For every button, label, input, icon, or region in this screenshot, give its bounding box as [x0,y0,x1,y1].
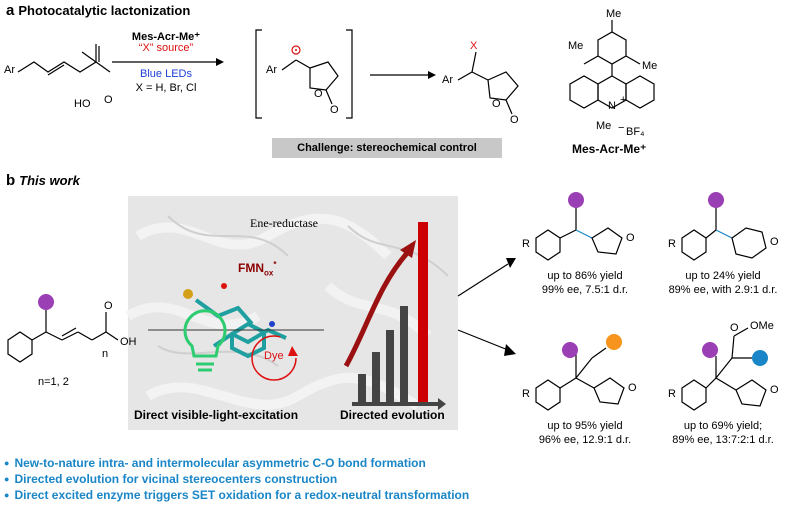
product-4-o: O [770,384,779,396]
ring-o-label-2: O [314,88,323,100]
carbonyl-o-label-2: O [330,104,339,116]
fmn-sup: * [273,260,277,269]
product-4-detail: 89% ee, 13:7:2:1 d.r. [672,434,774,446]
product-3-detail: 96% ee, 12.9:1 d.r. [538,434,632,446]
dye-label: Dye [264,350,284,362]
bullet-1: New-to-nature intra- and intermolecular … [4,456,425,470]
panel-a-title: Photocatalytic lactonization [18,3,191,18]
bar-3 [386,330,394,404]
me-label-top: Me [606,8,622,20]
x-label-product: X [470,40,478,52]
evolution-label: Directed evolution [340,408,445,422]
carbonyl-o-label-3: O [510,114,519,126]
enzyme-image: Ene-reductase FMNox* Dye Direct visible-… [125,196,458,430]
product-4-r: R [668,388,676,400]
panel-a-label: a [6,2,15,19]
ring-o-label-3: O [492,98,501,110]
product-1-r: R [522,238,530,250]
panel-b-title: This work [19,173,80,188]
me-label-right: Me [642,60,658,72]
ene-reductase-label: Ene-reductase [250,216,318,230]
me-label-n: Me [596,120,612,132]
oh-label: OH [120,336,137,348]
blue-leds-label: Blue LEDs [140,68,192,80]
product-2-detail: 89% ee, with 2.9:1 d.r. [668,284,778,296]
product-4-ester-o: O [730,322,739,334]
x-options-label: X = H, Br, Cl [135,82,197,94]
carbonyl-o-label: O [104,94,113,106]
fmn-text: FMN [238,261,264,275]
evolution-bars [358,222,428,404]
bullet-2: Directed evolution for vicinal stereocen… [4,472,337,486]
panel-b-label: b [6,172,16,189]
x-source-label: “X” source” [138,42,194,54]
fmn-sub: ox [264,268,274,278]
ar-label-3: Ar [442,74,453,86]
fmn-label: FMNox* [238,260,276,277]
product-4-ome: OMe [750,320,774,332]
bar-2 [372,352,380,404]
enzyme-ribbons [125,213,449,411]
product-3-o: O [628,382,637,394]
product-1-o: O [626,232,635,244]
bar-5 [418,222,428,404]
excitation-label: Direct visible-light-excitation [134,408,299,422]
ho-label: HO [74,98,91,110]
bf4-label: BF₄ [626,126,645,138]
product-2-yield: up to 24% yield [685,270,761,282]
substrate-carbonyl-o: O [104,300,113,312]
catalyst-name: Mes-Acr-Me⁺ [572,142,647,156]
minus-label: − [618,122,625,134]
reagent-label: Mes-Acr-Me⁺ [131,31,201,43]
ar-label-1: Ar [4,64,15,76]
substrate-n-label: n=1, 2 [38,376,69,388]
product-3-yield: up to 95% yield [547,420,623,432]
product-1-yield: up to 86% yield [547,270,623,282]
bar-4 [400,306,408,404]
bar-1 [358,374,366,404]
n-label: N [608,100,616,112]
charge-label: + [620,94,627,106]
ar-label-2: Ar [266,64,277,76]
product-1-detail: 99% ee, 7.5:1 d.r. [541,284,629,296]
product-2-o: O [770,236,779,248]
me-label-left: Me [568,40,584,52]
product-3-r: R [522,388,530,400]
subscript-n: n [102,348,109,360]
challenge-box: Challenge: stereochemical control [272,138,502,158]
bullet-3: Direct excited enzyme triggers SET oxida… [4,488,469,502]
product-4-yield: up to 69% yield; [683,420,763,432]
product-2-r: R [668,238,676,250]
